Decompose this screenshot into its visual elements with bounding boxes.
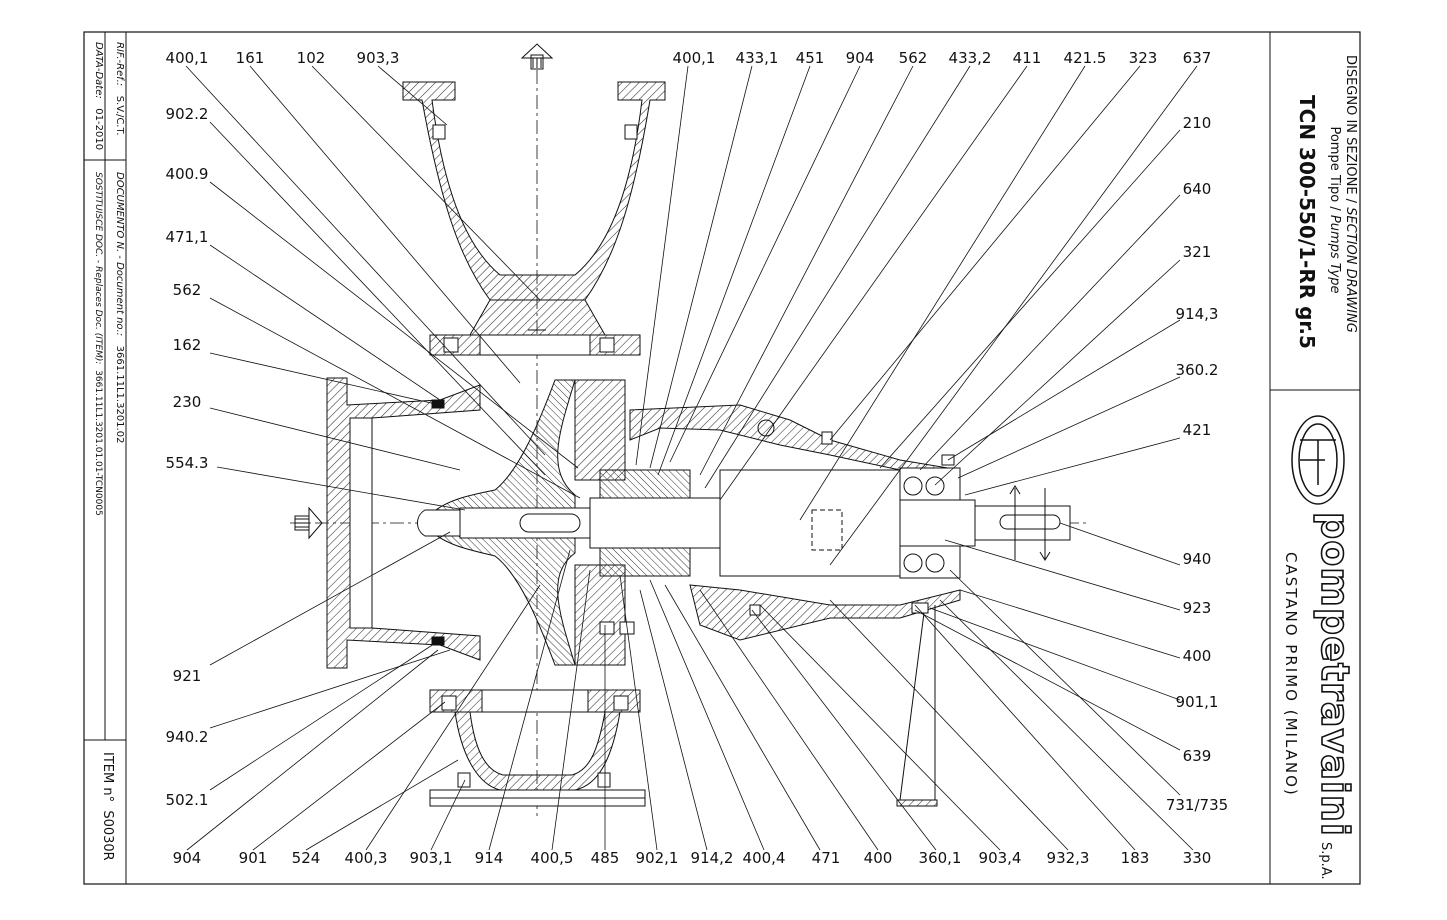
part-label-right: 731/735 xyxy=(1165,796,1229,814)
part-label-left: 502.1 xyxy=(165,791,209,809)
part-label-left: 940.2 xyxy=(165,728,209,746)
part-label-right: 901,1 xyxy=(1175,693,1219,711)
company-location: CASTANO PRIMO (MILANO) xyxy=(1282,552,1300,797)
part-label-bottom: 400,3 xyxy=(344,849,388,867)
part-label-left: 230 xyxy=(172,393,202,411)
part-label-top: 400,1 xyxy=(165,49,209,67)
part-label-bottom: 903,1 xyxy=(409,849,453,867)
suction-casing-lower xyxy=(429,689,646,807)
rotation-arrow-icon xyxy=(1009,485,1051,561)
company-name: pompetravaini S.p.A. xyxy=(1312,511,1358,880)
part-label-right: 421 xyxy=(1182,421,1212,439)
part-label-left: 562 xyxy=(172,281,202,299)
part-label-right: 914,3 xyxy=(1175,305,1219,323)
part-label-bottom: 360,1 xyxy=(918,849,962,867)
ref-line: RIF.-Ref.: S.V./C.T. xyxy=(114,42,125,136)
part-label-bottom: 904 xyxy=(172,849,202,867)
part-label-bottom: 183 xyxy=(1120,849,1150,867)
part-label-bottom: 400,5 xyxy=(530,849,574,867)
part-label-left: 554.3 xyxy=(165,454,209,472)
support-foot xyxy=(896,604,938,807)
part-label-top: 411 xyxy=(1012,49,1042,67)
bolt-icons xyxy=(431,124,955,788)
part-label-bottom: 330 xyxy=(1182,849,1212,867)
part-label-right: 940 xyxy=(1182,550,1212,568)
part-label-top: 904 xyxy=(845,49,875,67)
flow-arrow-icon xyxy=(520,43,554,70)
part-label-top: 562 xyxy=(898,49,928,67)
part-label-right: 640 xyxy=(1182,180,1212,198)
part-label-top: 451 xyxy=(795,49,825,67)
part-label-top: 161 xyxy=(235,49,265,67)
part-label-right: 400 xyxy=(1182,647,1212,665)
part-label-bottom: 400,4 xyxy=(742,849,786,867)
drawing-heading: DISEGNO IN SEZIONE / SECTION DRAWING xyxy=(1343,55,1358,333)
part-label-top: 433,2 xyxy=(948,49,992,67)
discharge-casing xyxy=(402,81,666,356)
part-label-top: 421.5 xyxy=(1063,49,1107,67)
part-label-top: 400,1 xyxy=(672,49,716,67)
flow-arrow-icon xyxy=(294,506,323,540)
part-label-top: 102 xyxy=(296,49,326,67)
part-label-left: 471,1 xyxy=(165,228,209,246)
part-label-bottom: 471 xyxy=(811,849,841,867)
part-label-bottom: 902,1 xyxy=(635,849,679,867)
drawing-frame xyxy=(83,31,1361,885)
part-label-top: 903,3 xyxy=(356,49,400,67)
part-label-left: 162 xyxy=(172,336,202,354)
part-label-bottom: 485 xyxy=(590,849,620,867)
part-label-left: 902.2 xyxy=(165,105,209,123)
part-label-right: 639 xyxy=(1182,747,1212,765)
part-label-bottom: 914 xyxy=(474,849,504,867)
title-block: DISEGNO IN SEZIONE / SECTION DRAWING Pom… xyxy=(1294,55,1358,375)
part-label-bottom: 903,4 xyxy=(978,849,1022,867)
part-label-top: 637 xyxy=(1182,49,1212,67)
pompetravaini-logo-icon xyxy=(1291,415,1345,505)
part-label-right: 360.2 xyxy=(1175,361,1219,379)
part-label-left: 400.9 xyxy=(165,165,209,183)
replaces-line: SOSTITUISCE DOC. - Replaces Doc. (ITEM):… xyxy=(93,172,103,516)
leader-lines xyxy=(185,65,1198,851)
part-label-bottom: 524 xyxy=(291,849,321,867)
part-label-top: 323 xyxy=(1128,49,1158,67)
part-label-bottom: 914,2 xyxy=(690,849,734,867)
part-label-left: 921 xyxy=(172,667,202,685)
document-line: DOCUMENTO N. - Document no.: 3661.11L1.3… xyxy=(114,172,125,444)
part-label-bottom: 901 xyxy=(238,849,268,867)
part-label-right: 321 xyxy=(1182,243,1212,261)
item-line: ITEM n° S0030R xyxy=(100,752,115,861)
part-label-bottom: 400 xyxy=(863,849,893,867)
suction-flange xyxy=(326,377,481,669)
pump-type-line: Pompe Tipo / Pumps Type xyxy=(1327,126,1342,294)
part-label-bottom: 932,3 xyxy=(1046,849,1090,867)
center-lines xyxy=(290,70,1090,820)
date-line: DATA-Date: 01-2010 xyxy=(93,42,104,151)
model-title: TCN 300-550/1-RR gr.5 xyxy=(1295,95,1319,349)
part-label-right: 923 xyxy=(1182,599,1212,617)
part-label-top: 433,1 xyxy=(735,49,779,67)
part-label-right: 210 xyxy=(1182,114,1212,132)
